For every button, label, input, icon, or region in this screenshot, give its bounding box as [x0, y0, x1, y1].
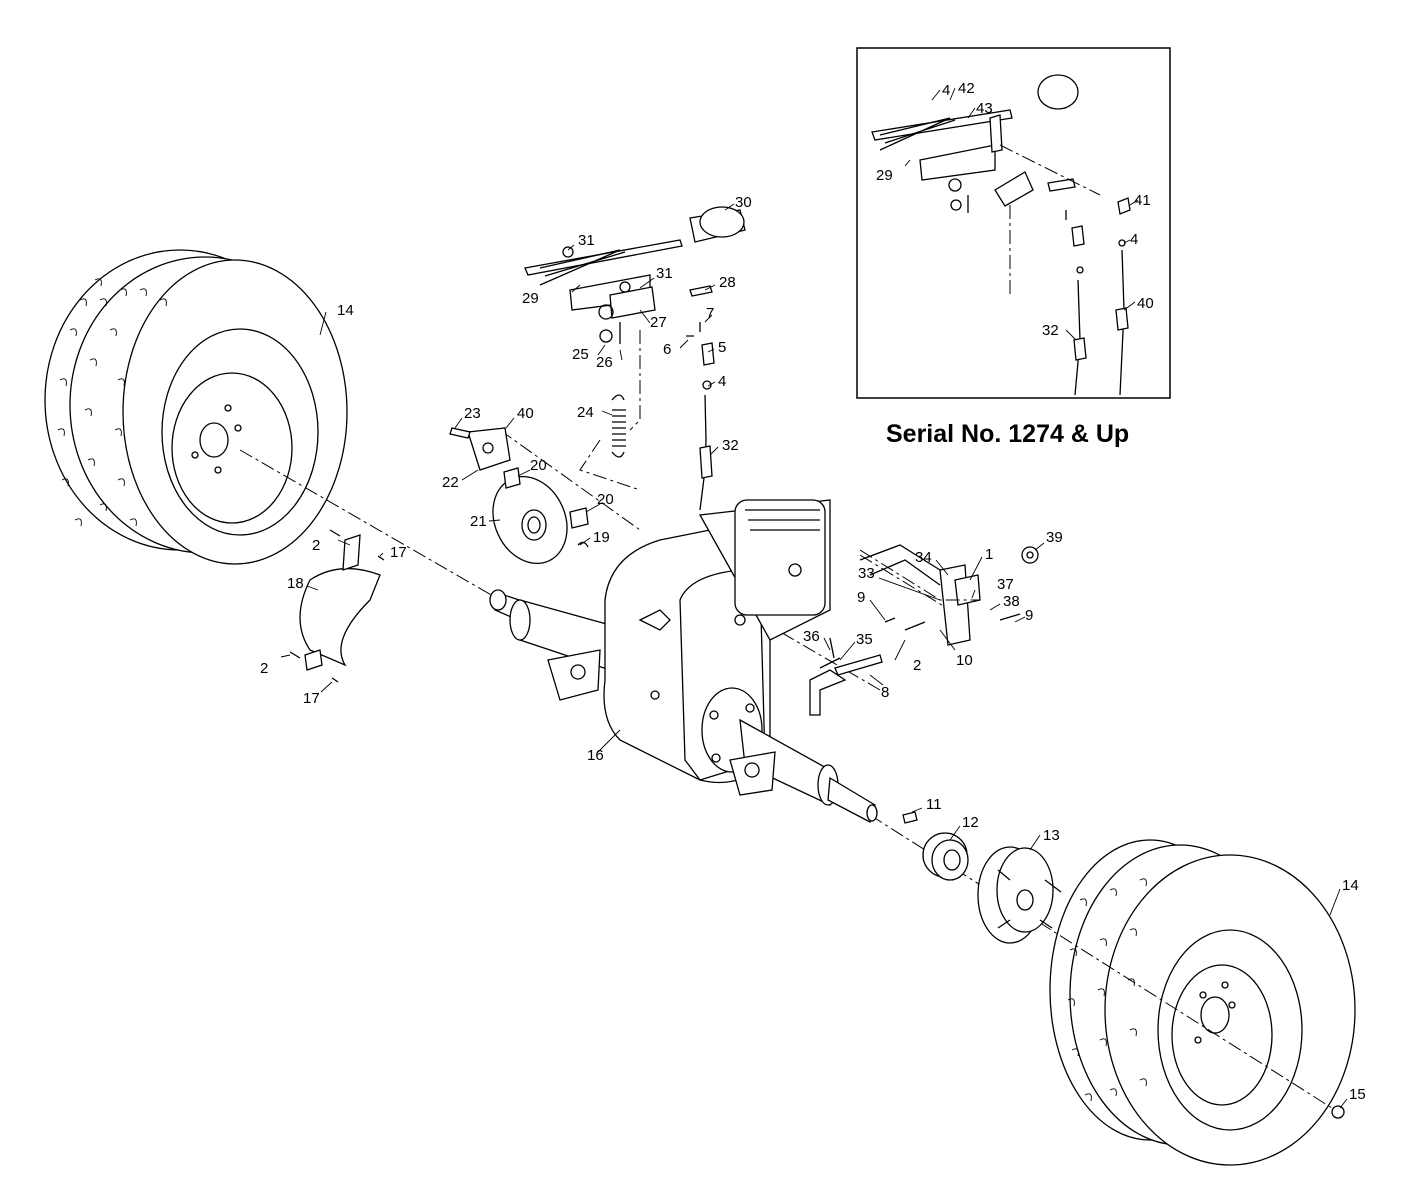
- transaxle: [489, 499, 878, 823]
- callout-36: 36: [803, 628, 820, 645]
- inset-callout-4: 4: [1130, 231, 1138, 248]
- callout-17: 17: [390, 544, 407, 561]
- callout-12: 12: [962, 814, 979, 831]
- callout-20: 20: [597, 491, 614, 508]
- callout-11: 11: [926, 796, 942, 813]
- inset-callout-29: 29: [876, 167, 893, 184]
- callout-32: 32: [722, 437, 739, 454]
- inset-callout-32: 32: [1042, 322, 1059, 339]
- callout-20: 20: [530, 457, 547, 474]
- callout-15: 15: [1349, 1086, 1366, 1103]
- callout-2: 2: [260, 660, 268, 677]
- left-tire: [44, 249, 348, 565]
- inset-callout-43: 43: [976, 100, 993, 117]
- callout-38: 38: [1003, 593, 1020, 610]
- callout-2: 2: [312, 537, 320, 554]
- callout-2: 2: [913, 657, 921, 674]
- callout-8: 8: [881, 684, 889, 701]
- lug-nut: [1331, 1105, 1345, 1119]
- callout-9: 9: [857, 589, 865, 606]
- brake-lever-assembly: [524, 206, 746, 511]
- callout-14: 14: [1342, 877, 1359, 894]
- inset-caption: Serial No. 1274 & Up: [886, 420, 1130, 448]
- inset-detail: [856, 47, 1171, 399]
- hub-assembly: [902, 811, 1062, 944]
- callout-13: 13: [1043, 827, 1060, 844]
- callout-27: 27: [650, 314, 667, 331]
- linkage-assembly: [809, 544, 1039, 716]
- inset-callout-40: 40: [1137, 295, 1154, 312]
- callout-6: 6: [663, 341, 671, 358]
- callout-21: 21: [470, 513, 487, 530]
- shield-assembly: [289, 529, 385, 683]
- callout-10: 10: [956, 652, 973, 669]
- callout-9: 9: [1025, 607, 1033, 624]
- callout-19: 19: [593, 529, 610, 546]
- callout-31: 31: [656, 265, 673, 282]
- inset-callout-41: 41: [1134, 192, 1151, 209]
- callout-30: 30: [735, 194, 752, 211]
- callout-1: 1: [985, 546, 993, 563]
- callout-14: 14: [337, 302, 354, 319]
- right-tire: [1049, 839, 1356, 1166]
- callout-34: 34: [915, 549, 932, 566]
- callout-25: 25: [572, 346, 589, 363]
- callout-5: 5: [718, 339, 726, 356]
- leader-lines: [280, 87, 1348, 1109]
- callout-18: 18: [287, 575, 304, 592]
- callout-23: 23: [464, 405, 481, 422]
- brake-assembly: [449, 427, 589, 565]
- axis-lines: [239, 429, 1336, 1111]
- callout-40: 40: [517, 405, 534, 422]
- callout-33: 33: [858, 565, 875, 582]
- callout-7: 7: [706, 305, 714, 322]
- callout-37: 37: [997, 576, 1014, 593]
- callout-17: 17: [303, 690, 320, 707]
- callout-4: 4: [718, 373, 726, 390]
- callout-16: 16: [587, 747, 604, 764]
- callout-28: 28: [719, 274, 736, 291]
- inset-callout-4: 4: [942, 82, 950, 99]
- callout-31: 31: [578, 232, 595, 249]
- inset-callout-42: 42: [958, 80, 975, 97]
- callout-29: 29: [522, 290, 539, 307]
- callout-24: 24: [577, 404, 594, 421]
- callout-35: 35: [856, 631, 873, 648]
- callout-22: 22: [442, 474, 459, 491]
- callout-26: 26: [596, 354, 613, 371]
- callout-39: 39: [1046, 529, 1063, 546]
